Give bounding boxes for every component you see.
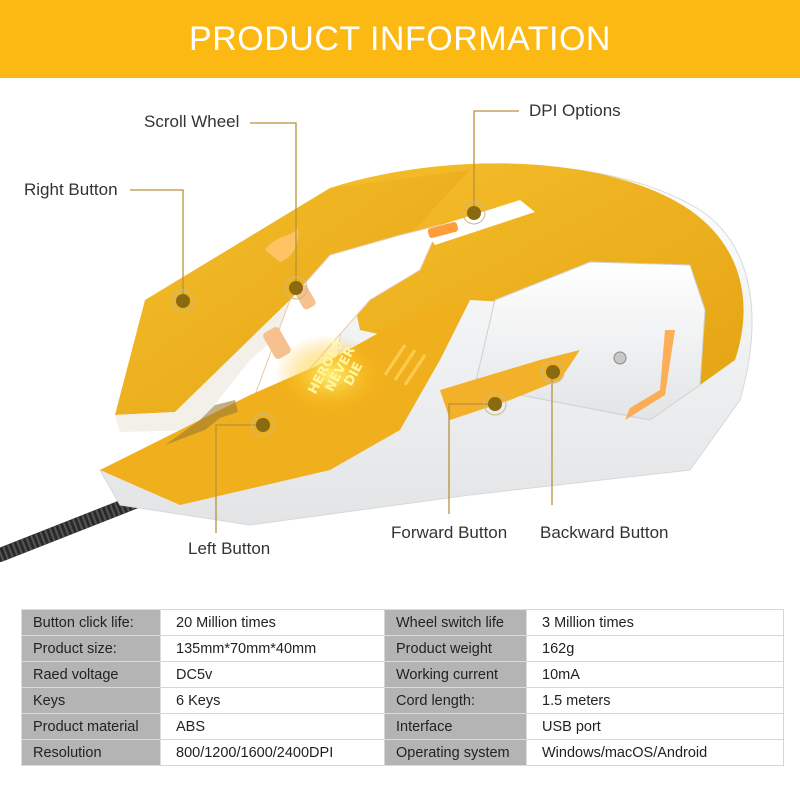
- spec-value: 10mA: [526, 661, 784, 688]
- table-row: Product size: 135mm*70mm*40mm Product we…: [21, 635, 784, 662]
- page-title: PRODUCT INFORMATION: [189, 19, 611, 58]
- callout-dpi-options: DPI Options: [529, 101, 621, 120]
- table-row: Button click life: 20 Million times Whee…: [21, 609, 784, 636]
- header-banner: PRODUCT INFORMATION: [0, 0, 800, 78]
- callout-forward-button: Forward Button: [391, 523, 508, 542]
- spec-value: USB port: [526, 713, 784, 740]
- spec-label: Wheel switch life: [384, 609, 527, 636]
- spec-label: Product material: [21, 713, 161, 740]
- spec-label: Cord length:: [384, 687, 527, 714]
- spec-label: Operating system: [384, 739, 527, 766]
- spec-value: ABS: [160, 713, 385, 740]
- spec-label: Raed voltage: [21, 661, 161, 688]
- callout-markers: [171, 201, 565, 437]
- table-row: Keys 6 Keys Cord length: 1.5 meters: [21, 687, 784, 714]
- spec-label: Button click life:: [21, 609, 161, 636]
- spec-value: 20 Million times: [160, 609, 385, 636]
- spec-label: Product weight: [384, 635, 527, 662]
- callout-left-button: Left Button: [188, 539, 271, 558]
- spec-value: 1.5 meters: [526, 687, 784, 714]
- table-row: Resolution 800/1200/1600/2400DPI Operati…: [21, 739, 784, 766]
- callout-backward-button: Backward Button: [540, 523, 669, 542]
- spec-value: Windows/macOS/Android: [526, 739, 784, 766]
- spec-value: 135mm*70mm*40mm: [160, 635, 385, 662]
- spec-label: Interface: [384, 713, 527, 740]
- spec-value: 162g: [526, 635, 784, 662]
- callout-scroll-wheel: Scroll Wheel: [144, 112, 240, 131]
- spec-value: 3 Million times: [526, 609, 784, 636]
- callout-lines: [130, 110, 553, 533]
- product-diagram: HEROES NEVER DIE: [0, 78, 800, 598]
- spec-value: 6 Keys: [160, 687, 385, 714]
- table-row: Raed voltage DC5v Working current 10mA: [21, 661, 784, 688]
- spec-label: Resolution: [21, 739, 161, 766]
- specifications-table: Button click life: 20 Million times Whee…: [21, 609, 784, 766]
- spec-value: 800/1200/1600/2400DPI: [160, 739, 385, 766]
- spec-label: Keys: [21, 687, 161, 714]
- spec-label: Working current: [384, 661, 527, 688]
- callout-right-button: Right Button: [24, 180, 118, 199]
- spec-label: Product size:: [21, 635, 161, 662]
- spec-value: DC5v: [160, 661, 385, 688]
- mouse-illustration: HEROES NEVER DIE: [0, 110, 753, 562]
- table-row: Product material ABS Interface USB port: [21, 713, 784, 740]
